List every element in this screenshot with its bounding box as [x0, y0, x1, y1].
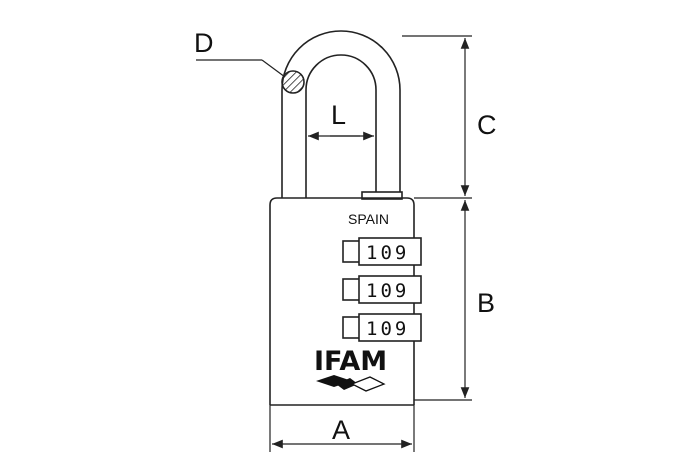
dimension-a-label: A	[332, 415, 350, 445]
dimension-l: L	[308, 100, 374, 141]
dial-2-digits: 109	[366, 318, 409, 340]
shackle-section-hatched	[281, 70, 305, 94]
shackle	[281, 30, 403, 200]
shackle-inner	[305, 54, 377, 198]
lock-body-outline	[269, 197, 415, 405]
dimension-b: B	[414, 200, 495, 401]
dimension-c: C	[402, 35, 497, 199]
dial-0-digits: 109	[366, 242, 409, 264]
origin-label: SPAIN	[348, 211, 389, 227]
brand-logo-mark	[316, 375, 386, 392]
shackle-outer	[281, 30, 401, 198]
dial-1-digits: 109	[366, 280, 409, 302]
lock-body	[269, 197, 415, 406]
dial-0[interactable]: 109	[342, 237, 422, 266]
shackle-collar	[361, 191, 403, 200]
dimension-d: D	[194, 28, 286, 78]
dimension-b-label: B	[477, 288, 495, 318]
dimension-a: A	[269, 405, 415, 452]
dial-2[interactable]: 109	[342, 313, 422, 342]
dimension-d-label: D	[194, 28, 214, 58]
dimension-c-label: C	[477, 110, 497, 140]
dimension-l-label: L	[331, 100, 346, 130]
brand-logo-text: IFAM	[314, 346, 387, 377]
dial-1[interactable]: 109	[342, 275, 422, 304]
